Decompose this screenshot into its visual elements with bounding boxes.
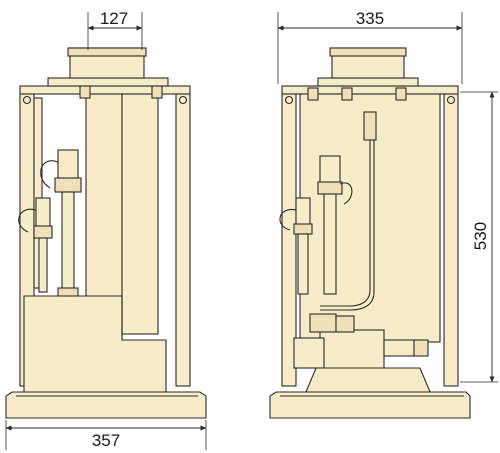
dimension-label-335: 335 — [356, 9, 384, 28]
left-base-plate — [5, 391, 207, 419]
left-ram-cap — [67, 47, 147, 57]
left-post-inner — [33, 97, 43, 289]
side-view — [5, 47, 207, 419]
dimension-label-530: 530 — [471, 222, 490, 250]
left-cylinder-column — [85, 93, 123, 335]
dimension-label-357: 357 — [92, 431, 120, 450]
left-top-plate — [19, 85, 191, 95]
front-view — [269, 47, 471, 419]
right-base-plate — [269, 391, 471, 419]
dimension-label-127: 127 — [100, 9, 128, 28]
dimension-530: 530 — [460, 91, 498, 383]
left-ram-collar — [47, 77, 169, 87]
right-post-outer — [175, 93, 191, 387]
dimension-127: 127 — [87, 9, 143, 50]
dimension-357: 357 — [5, 420, 207, 450]
dimension-335: 335 — [277, 9, 463, 84]
